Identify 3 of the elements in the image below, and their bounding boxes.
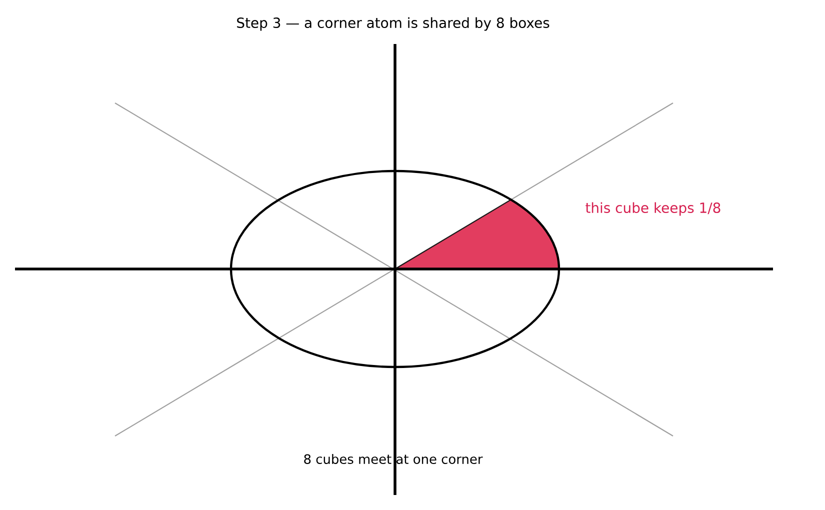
caption-label: 8 cubes meet at one corner bbox=[304, 454, 483, 464]
title: Step 3 — a corner atom is shared by 8 boxes bbox=[237, 17, 550, 31]
annotation-label: this cube keeps 1/8 bbox=[586, 202, 720, 216]
